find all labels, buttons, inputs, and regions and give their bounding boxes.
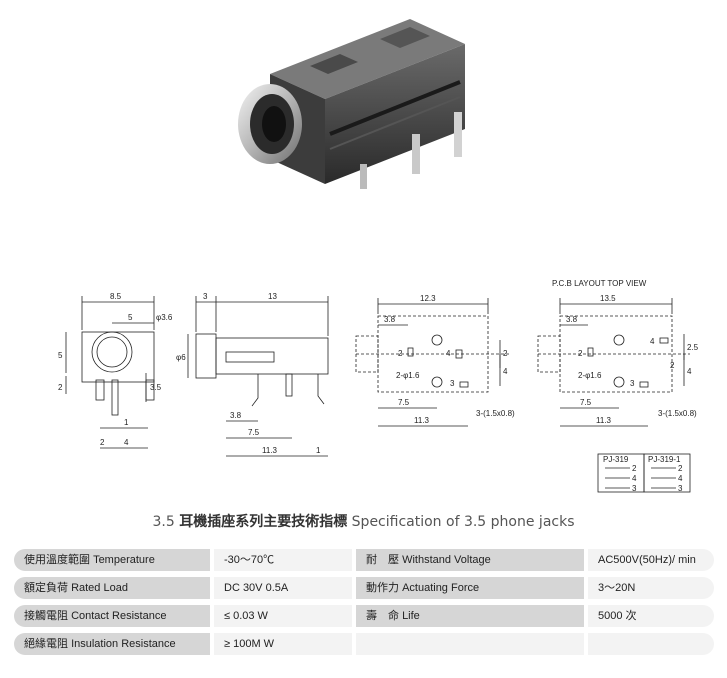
dim-front-d: φ3.6 [156, 313, 173, 322]
spec-empty [588, 633, 714, 655]
dim-pcb-p4: 4 [650, 337, 655, 346]
dim-side-c: 11.3 [262, 446, 278, 455]
technical-drawings: 8.5 5 φ3.6 5 2 3.5 1 2 4 3 13 φ6 3.8 7.5… [58, 279, 699, 493]
spec-value: ≤ 0.03 W [214, 605, 352, 627]
schem-pin-4a: 4 [632, 474, 637, 483]
dim-front-b1: 1 [124, 418, 129, 427]
schem-pin-2a: 2 [632, 464, 637, 473]
spec-label: 使用溫度範圍 Temperature [14, 549, 210, 571]
spec-value: DC 30V 0.5A [214, 577, 352, 599]
spec-label: 接觸電阻 Contact Resistance [14, 605, 210, 627]
dim-side-w: 13 [268, 292, 277, 301]
spec-empty [356, 633, 584, 655]
pcb-view [537, 315, 690, 393]
schem-model-1: PJ-319 [603, 455, 629, 464]
dim-side-d: φ6 [176, 353, 186, 362]
spec-label: 耐 壓 Withstand Voltage [356, 549, 584, 571]
dim-top-b: 7.5 [398, 398, 410, 407]
spec-caption: 3.5 耳機插座系列主要技術指標 Specification of 3.5 ph… [0, 511, 727, 531]
product-photo [238, 19, 465, 189]
dim-front-w: 8.5 [110, 292, 122, 301]
dim-top-hole: 2-φ1.6 [396, 371, 420, 380]
schematic [597, 453, 691, 493]
spec-row: 絕緣電阻 Insulation Resistance ≥ 100M W [14, 630, 714, 658]
caption-chinese: 耳機插座系列主要技術指標 [179, 514, 348, 530]
spec-label: 絕緣電阻 Insulation Resistance [14, 633, 210, 655]
dim-pcb-v2: 2 [670, 361, 675, 370]
spec-label: 壽 命 Life [356, 605, 584, 627]
dim-pcb-w: 13.5 [600, 294, 616, 303]
dim-front-h2: 2 [58, 383, 63, 392]
caption-english: Specification of 3.5 phone jacks [351, 514, 575, 530]
schem-pin-4b: 4 [678, 474, 683, 483]
schem-model-2: PJ-319-1 [648, 455, 681, 464]
dim-top-p4: 4 [446, 349, 451, 358]
dim-side-t: 3 [203, 292, 208, 301]
spec-value: -30～70℃ [214, 549, 352, 571]
dim-front-b2: 2 [100, 438, 105, 447]
dim-top-v4: 4 [503, 367, 508, 376]
dim-pcb-a: 3.8 [566, 315, 578, 324]
front-view [65, 296, 155, 449]
spec-value: 5000 次 [588, 605, 714, 627]
top-view [355, 315, 510, 393]
dim-top-slot: 3-(1.5x0.8) [476, 409, 515, 418]
dim-top-w: 12.3 [420, 294, 436, 303]
pcb-title: P.C.B LAYOUT TOP VIEW [552, 279, 647, 288]
spec-table: 使用溫度範圍 Temperature -30～70℃ 耐 壓 Withstand… [14, 546, 714, 658]
caption-number: 3.5 [152, 514, 175, 530]
dim-top-c: 11.3 [414, 416, 430, 425]
dim-front-h: 5 [58, 351, 63, 360]
spec-label: 動作力 Actuating Force [356, 577, 584, 599]
dim-pcb-b: 7.5 [580, 398, 592, 407]
spec-value: 3～20N [588, 577, 714, 599]
side-view [187, 296, 329, 457]
dim-pcb-hole: 2-φ1.6 [578, 371, 602, 380]
dim-pcb-c: 11.3 [596, 416, 612, 425]
spec-value: AC500V(50Hz)/ min [588, 549, 714, 571]
dim-side-e: 1 [316, 446, 321, 455]
top-view-solid [377, 298, 501, 427]
spec-row: 使用溫度範圍 Temperature -30～70℃ 耐 壓 Withstand… [14, 546, 714, 574]
dim-side-b: 7.5 [248, 428, 260, 437]
spec-value: ≥ 100M W [214, 633, 352, 655]
dim-pcb-p2: 2 [578, 349, 583, 358]
dim-side-a: 3.8 [230, 411, 242, 420]
dim-top-p3: 3 [450, 379, 455, 388]
dim-pcb-v4: 4 [687, 367, 692, 376]
dim-top-a: 3.8 [384, 315, 396, 324]
pcb-view-solid [559, 298, 685, 427]
dim-top-p2: 2 [398, 349, 403, 358]
dim-pcb-v25: 2.5 [687, 343, 699, 352]
dim-front-b3: 4 [124, 438, 129, 447]
schem-pin-3b: 3 [678, 484, 683, 493]
dim-pcb-p3: 3 [630, 379, 635, 388]
schem-pin-3a: 3 [632, 484, 637, 493]
spec-row: 額定負荷 Rated Load DC 30V 0.5A 動作力 Actuatin… [14, 574, 714, 602]
dim-front-r: 5 [128, 313, 133, 322]
spec-label: 額定負荷 Rated Load [14, 577, 210, 599]
dim-front-h3: 3.5 [150, 383, 162, 392]
dim-top-v2: 2 [503, 349, 508, 358]
dim-pcb-slot: 3-(1.5x0.8) [658, 409, 697, 418]
spec-row: 接觸電阻 Contact Resistance ≤ 0.03 W 壽 命 Lif… [14, 602, 714, 630]
schem-pin-2b: 2 [678, 464, 683, 473]
